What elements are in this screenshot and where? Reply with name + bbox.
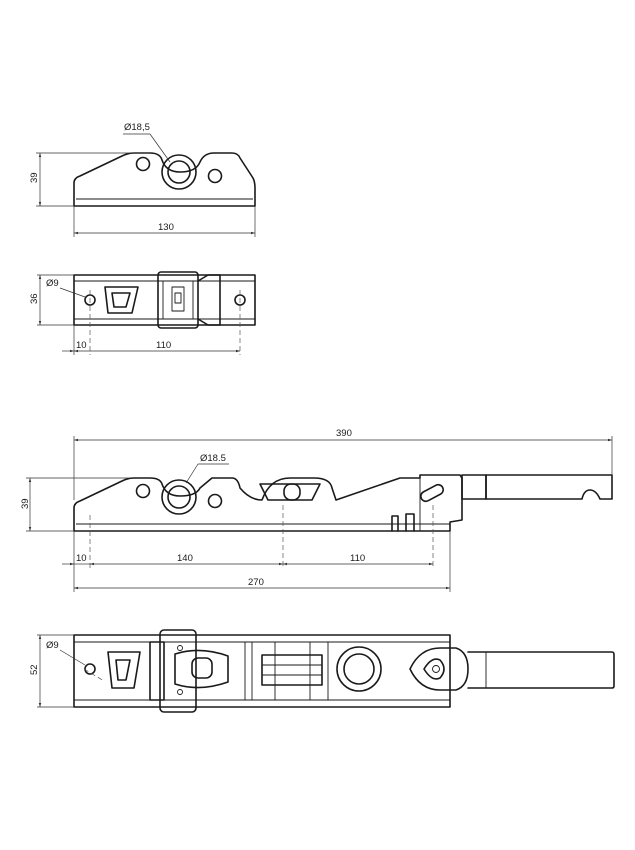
full-side-hole-left — [135, 483, 151, 499]
full-plan-boss-outer — [336, 646, 382, 692]
full-height-label: 39 — [20, 498, 31, 509]
full-diameter-label: Ø18.5 — [200, 453, 226, 464]
full-plan-outline — [73, 634, 451, 708]
full-plan-boss-inner — [343, 653, 375, 685]
small-height-label: 39 — [29, 172, 40, 183]
full-plan-hole-label: Ø9 — [46, 640, 59, 651]
full-side-slot-window — [259, 483, 321, 501]
small-plan-roller-housing — [157, 271, 199, 329]
small-width-label: 130 — [158, 222, 174, 233]
small-plan-outline — [73, 274, 256, 326]
full-plan-height-label: 52 — [29, 664, 40, 675]
full-side-handle — [485, 474, 613, 500]
small-plan-height-label: 36 — [29, 293, 40, 304]
full-side-handle-hinge — [461, 474, 487, 500]
small-diameter-leader — [149, 133, 171, 163]
full-plan-hole-left — [84, 663, 96, 675]
small-side-roller-inner — [167, 160, 191, 184]
full-plan-hole-leader — [59, 649, 86, 666]
small-plan-hole-leader — [59, 287, 86, 298]
small-side-roller-outer — [161, 154, 197, 190]
full-span1-label: 140 — [177, 553, 193, 564]
full-total-label: 270 — [248, 577, 264, 588]
view-small-side: Ø18,5 39 130 — [29, 122, 256, 237]
full-overall-label: 390 — [336, 428, 352, 439]
full-span2-label: 110 — [350, 553, 365, 564]
full-plan-handle-pivot — [409, 647, 469, 691]
small-plan-hole-label: Ø9 — [46, 278, 59, 289]
small-plan-span-label: 110 — [156, 340, 171, 351]
full-plan-handle — [467, 651, 615, 689]
small-side-hole-right — [207, 168, 223, 184]
small-diameter-label: Ø18,5 — [124, 122, 150, 133]
full-plan-wedge — [107, 651, 141, 689]
full-plan-roller-housing — [159, 629, 197, 713]
full-side-roller-outer — [161, 479, 197, 515]
small-plan-wedge — [104, 286, 139, 314]
view-full-side: Ø18.5 390 39 10 140 110 270 — [20, 428, 613, 592]
full-side-body — [73, 474, 463, 532]
full-diameter-leader — [185, 463, 199, 484]
full-offset-label: 10 — [76, 553, 87, 564]
view-full-plan: Ø9 52 — [29, 629, 615, 713]
full-plan-roller-cover — [174, 649, 229, 689]
full-side-hole-right — [207, 493, 223, 509]
full-plan-spring-block — [261, 654, 323, 686]
small-side-body — [73, 152, 256, 207]
small-plan-offset-label: 10 — [76, 340, 87, 351]
view-small-plan: Ø9 36 10 110 — [29, 271, 256, 355]
small-side-hole-left — [135, 156, 151, 172]
full-side-roller-inner — [167, 485, 191, 509]
full-side-oval-slot — [420, 483, 444, 503]
